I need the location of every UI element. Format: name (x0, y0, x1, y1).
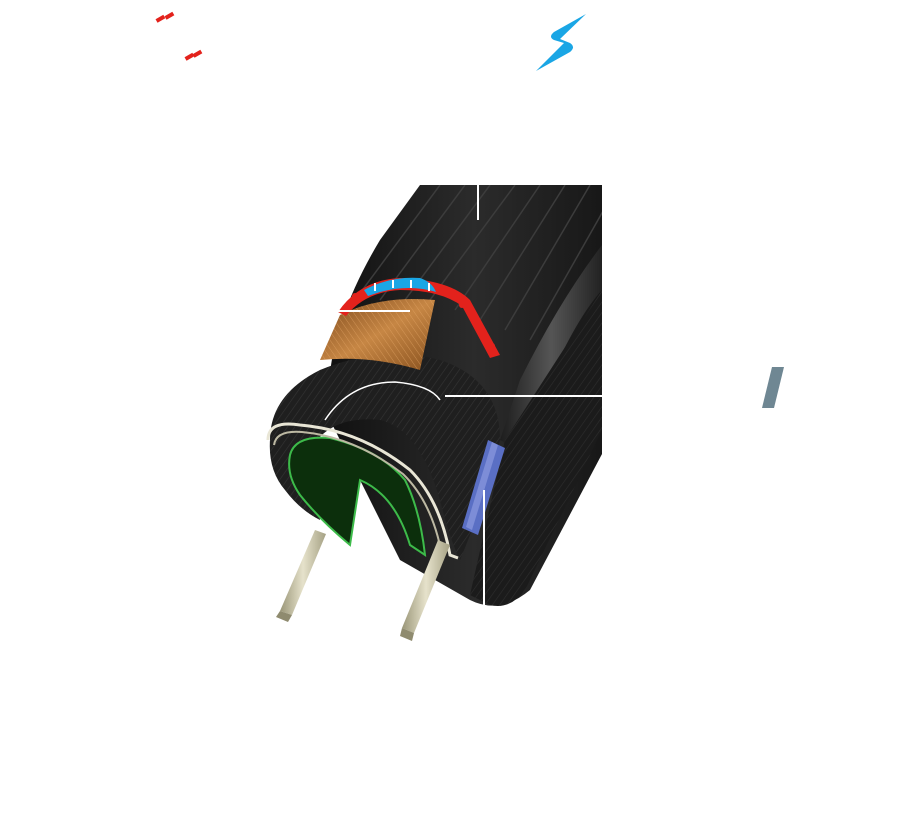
red-quote-marks-icon (155, 11, 203, 61)
gray-slash-icon (762, 367, 784, 408)
